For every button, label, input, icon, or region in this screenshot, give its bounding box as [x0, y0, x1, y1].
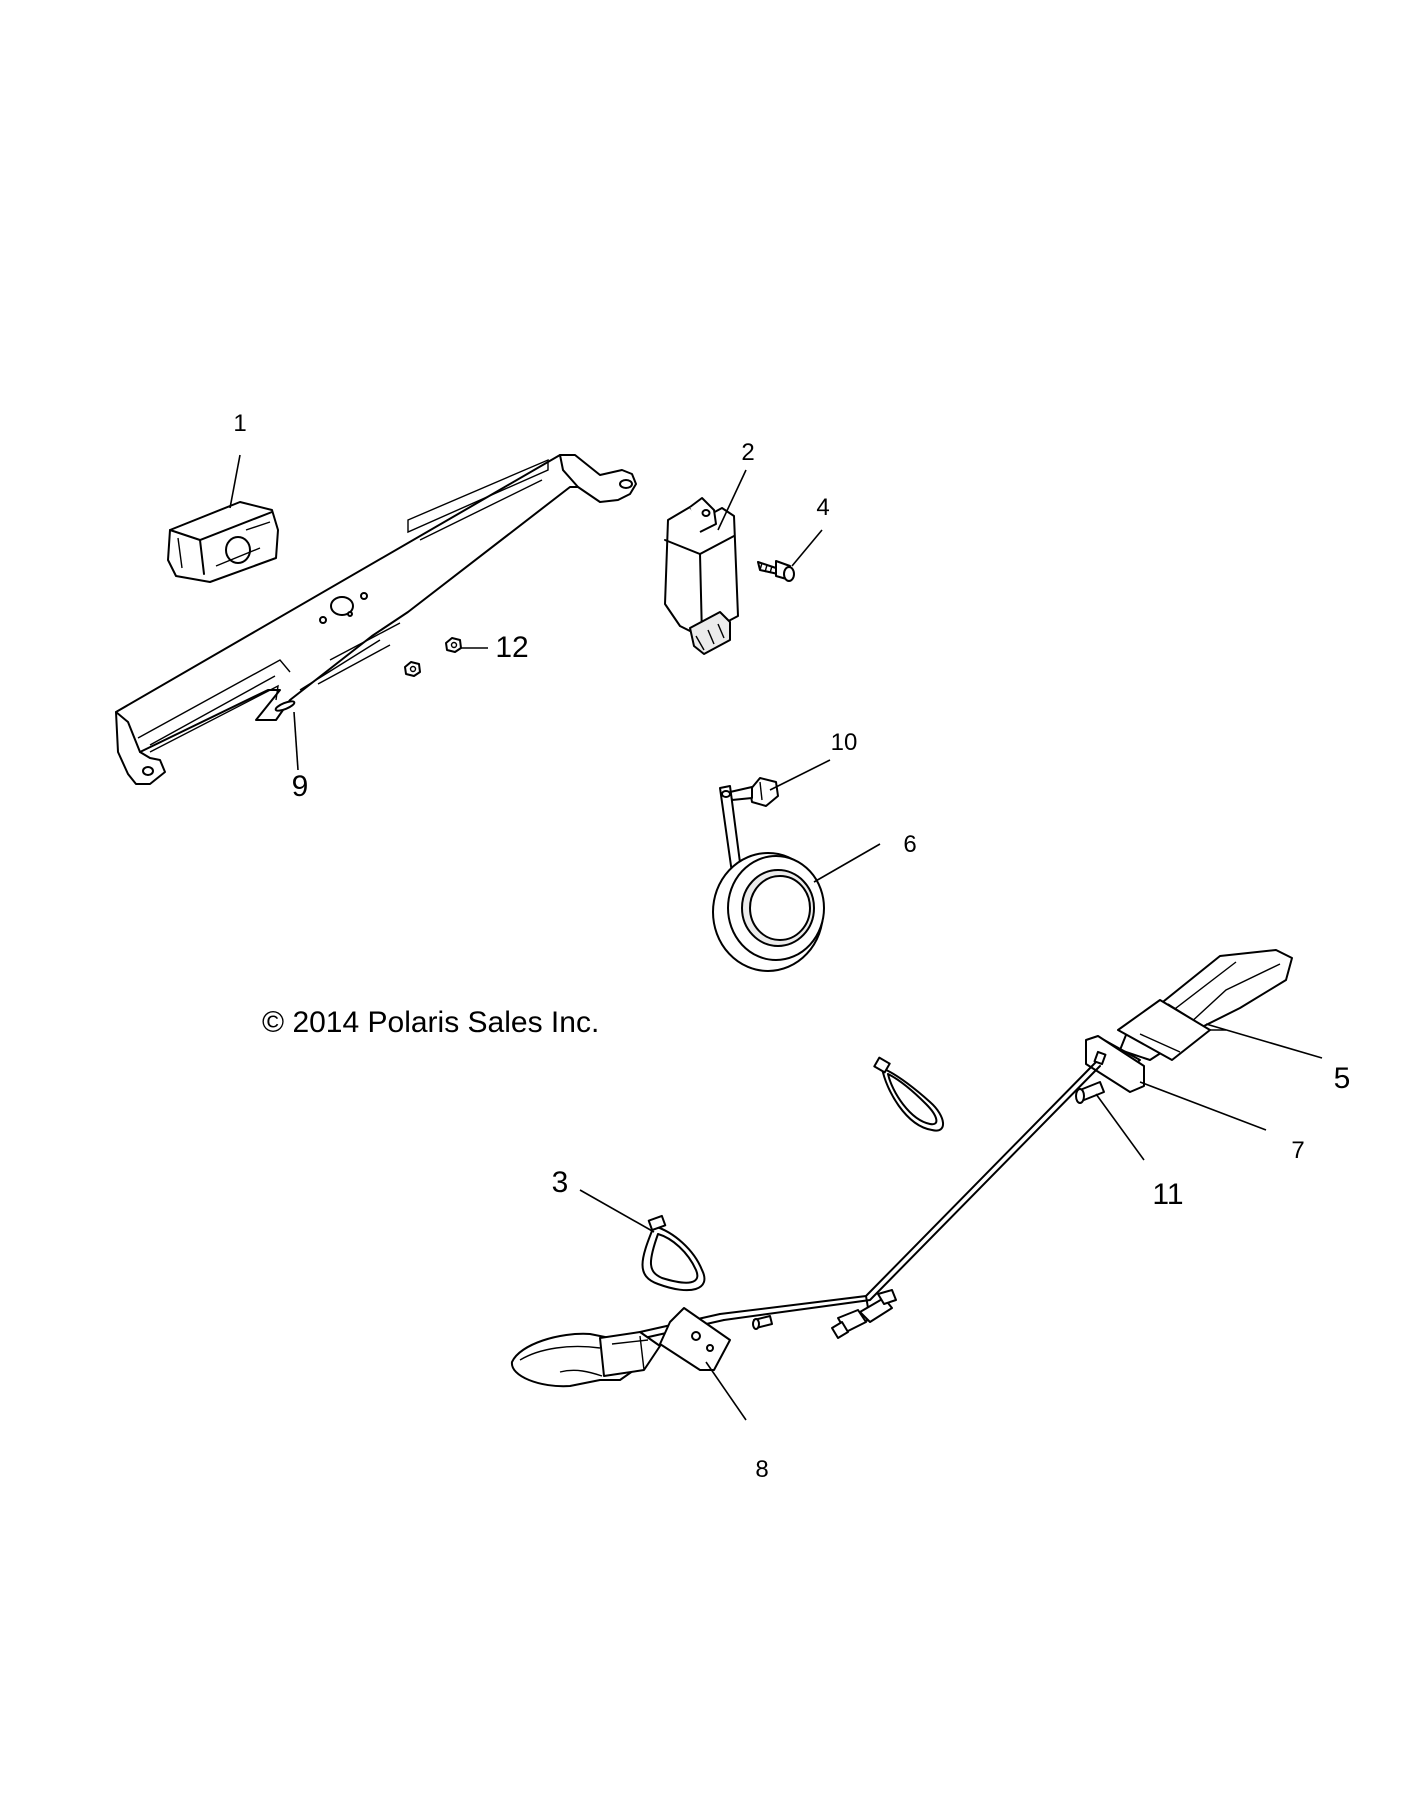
- callout-5: 5: [1334, 1062, 1351, 1095]
- callout-12: 12: [495, 631, 528, 664]
- leader-lines: [229, 454, 1323, 1421]
- rubber-block: [167, 501, 279, 583]
- callout-4: 4: [816, 494, 829, 521]
- callout-2: 2: [741, 439, 754, 466]
- callout-3: 3: [552, 1166, 569, 1199]
- mount-plate-7: [1085, 1035, 1145, 1093]
- fastener-11: [1075, 1081, 1105, 1104]
- callout-7: 7: [1291, 1137, 1304, 1164]
- cable-tie-3: [641, 1214, 706, 1292]
- callout-11: 11: [1152, 1178, 1183, 1211]
- bolt-10: [729, 777, 779, 807]
- horn: [712, 785, 825, 972]
- callout-6: 6: [903, 831, 916, 858]
- cable-tie-upper: [873, 1056, 944, 1132]
- wiring-harness: [639, 1061, 1101, 1339]
- mounting-bracket: [115, 454, 637, 785]
- callout-1: 1: [233, 410, 246, 437]
- screw-4: [757, 560, 795, 582]
- flasher-relay: [664, 497, 739, 655]
- callout-9: 9: [292, 770, 309, 803]
- copyright-notice: © 2014 Polaris Sales Inc.: [262, 1006, 599, 1039]
- nut-12: [404, 637, 462, 677]
- turn-signal-left: [510, 1331, 661, 1388]
- callout-8: 8: [755, 1456, 768, 1483]
- mount-plate-8: [659, 1307, 731, 1371]
- callout-10: 10: [831, 729, 858, 756]
- callout-labels: 1 2 4 12 9 10 6 5 7 11 3 8: [233, 410, 1350, 1483]
